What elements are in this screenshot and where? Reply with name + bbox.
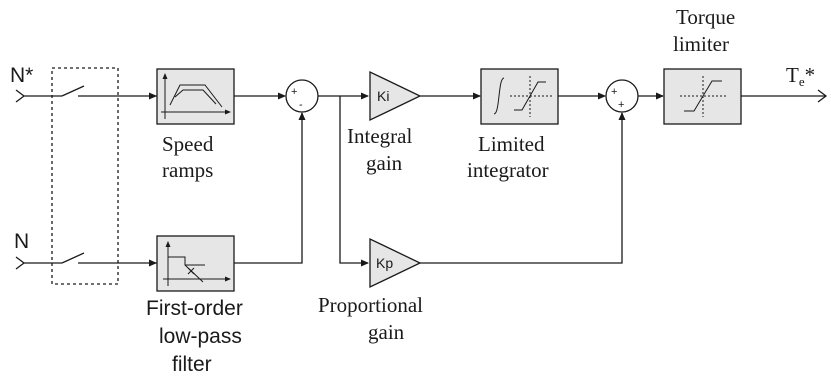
output-summer-left-plus: + xyxy=(611,86,617,98)
torque-symbol: T xyxy=(786,63,799,87)
lowpass-filter-icon xyxy=(163,241,231,286)
proportional-gain-symbol: Kp xyxy=(376,255,393,271)
limited-integrator-label-line1: Limited xyxy=(478,132,545,156)
integral-gain-label-line1: Integral xyxy=(347,124,412,148)
input-chevron-top xyxy=(15,89,26,103)
switch-enclosure xyxy=(51,67,119,285)
arrow-into-error-summer xyxy=(278,92,286,100)
wire-filter-to-summer xyxy=(234,113,303,264)
limited-integrator-label-line2: integrator xyxy=(467,158,549,182)
speed-ramps-icon xyxy=(161,73,231,119)
arrow-into-kp xyxy=(361,259,369,267)
wire-branch-to-kp xyxy=(339,96,368,264)
limited-integrator-icon xyxy=(493,76,552,117)
torque-limiter-icon xyxy=(680,76,726,117)
switch-bottom-blade xyxy=(61,252,85,264)
integral-gain-symbol: Ki xyxy=(377,88,389,104)
speed-ramps-label-line2: ramps xyxy=(162,158,213,182)
lowpass-label-line3: filter xyxy=(172,353,212,376)
torque-limiter-label-line1: Torque xyxy=(676,5,735,29)
speed-ramps-block xyxy=(156,68,235,125)
torque-reference-output-label: Te* xyxy=(786,63,815,89)
integral-gain-label-line2: gain xyxy=(366,151,403,175)
torque-suffix: * xyxy=(805,63,816,87)
input-chevron-bottom xyxy=(15,256,26,270)
arrow-into-filter xyxy=(149,259,157,267)
output-summer-bottom-plus: + xyxy=(618,99,624,111)
lowpass-label-line1: First-order xyxy=(146,297,243,320)
error-summer-plus-sign: + xyxy=(291,86,297,98)
lowpass-label-line2: low-pass xyxy=(159,325,242,348)
speed-reference-label: N* xyxy=(10,64,33,87)
speed-ramps-label-line1: Speed xyxy=(162,132,214,156)
arrow-into-output-summer xyxy=(598,92,606,100)
proportional-gain-label-line2: gain xyxy=(368,320,405,344)
arrow-into-ramps xyxy=(149,92,157,100)
switch-top-blade xyxy=(61,85,85,97)
torque-limiter-label-line2: limiter xyxy=(673,32,729,56)
proportional-gain-label-line1: Proportional xyxy=(318,293,423,317)
torque-subscript: e xyxy=(799,74,805,89)
output-chevron xyxy=(817,89,828,103)
arrow-kp-into-summer xyxy=(618,112,626,120)
arrow-feedback-into-summer xyxy=(298,112,306,120)
integral-gain-block xyxy=(369,70,422,122)
error-summer-minus-sign: - xyxy=(299,99,303,111)
speed-measured-label: N xyxy=(14,230,29,253)
arrow-into-limiter xyxy=(656,92,664,100)
arrow-into-ki xyxy=(361,92,369,100)
proportional-gain-block xyxy=(369,237,422,289)
wire-kp-to-summer xyxy=(420,113,623,264)
arrow-into-integrator xyxy=(473,92,481,100)
